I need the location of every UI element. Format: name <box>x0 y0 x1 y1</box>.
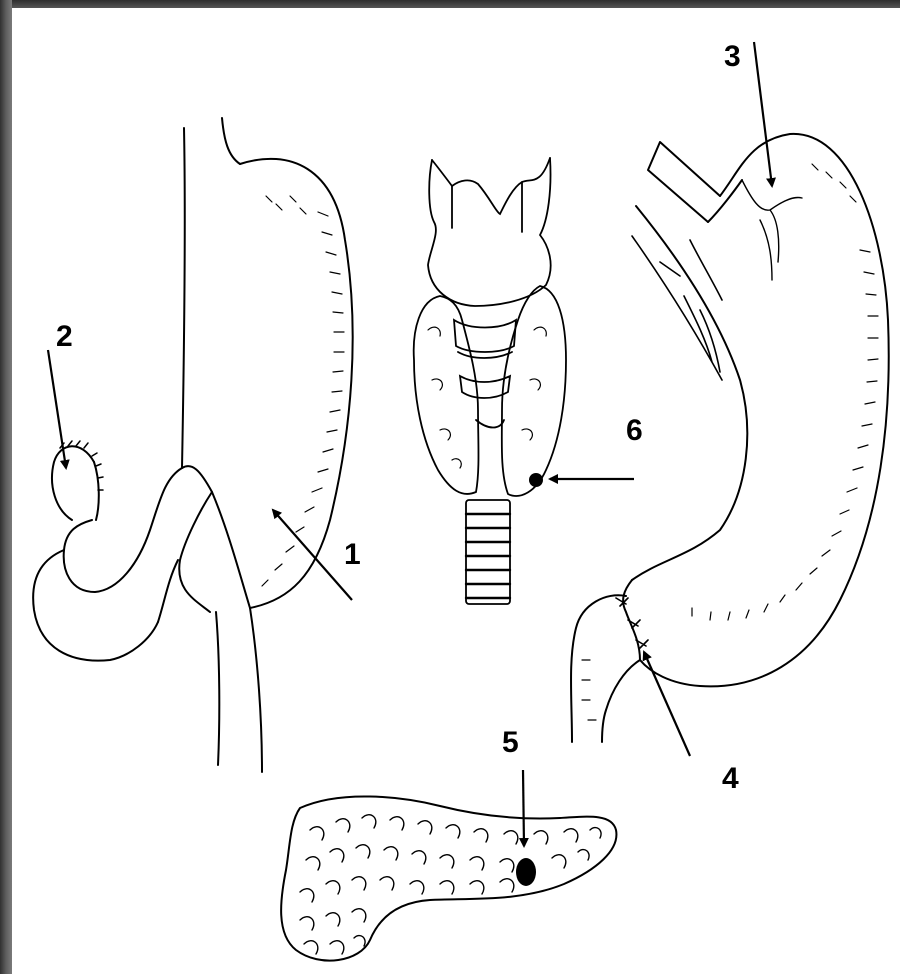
arrow-1 <box>273 510 352 600</box>
right-stomach-drawing <box>571 134 889 742</box>
thyroid-lesion-dot <box>529 473 543 487</box>
pancreas-drawing <box>281 796 616 960</box>
label-2: 2 <box>56 320 73 353</box>
pancreas-lesion-dot <box>516 858 536 886</box>
label-6: 6 <box>626 414 643 447</box>
label-1: 1 <box>344 538 361 571</box>
label-5: 5 <box>502 726 519 759</box>
label-3: 3 <box>724 40 741 73</box>
thyroid-drawing <box>414 158 566 604</box>
label-4: 4 <box>722 762 739 795</box>
left-stomach-drawing <box>33 118 353 772</box>
arrow-5 <box>523 770 524 846</box>
arrow-3 <box>754 42 772 186</box>
arrow-2 <box>48 350 66 468</box>
arrow-4 <box>644 652 690 756</box>
